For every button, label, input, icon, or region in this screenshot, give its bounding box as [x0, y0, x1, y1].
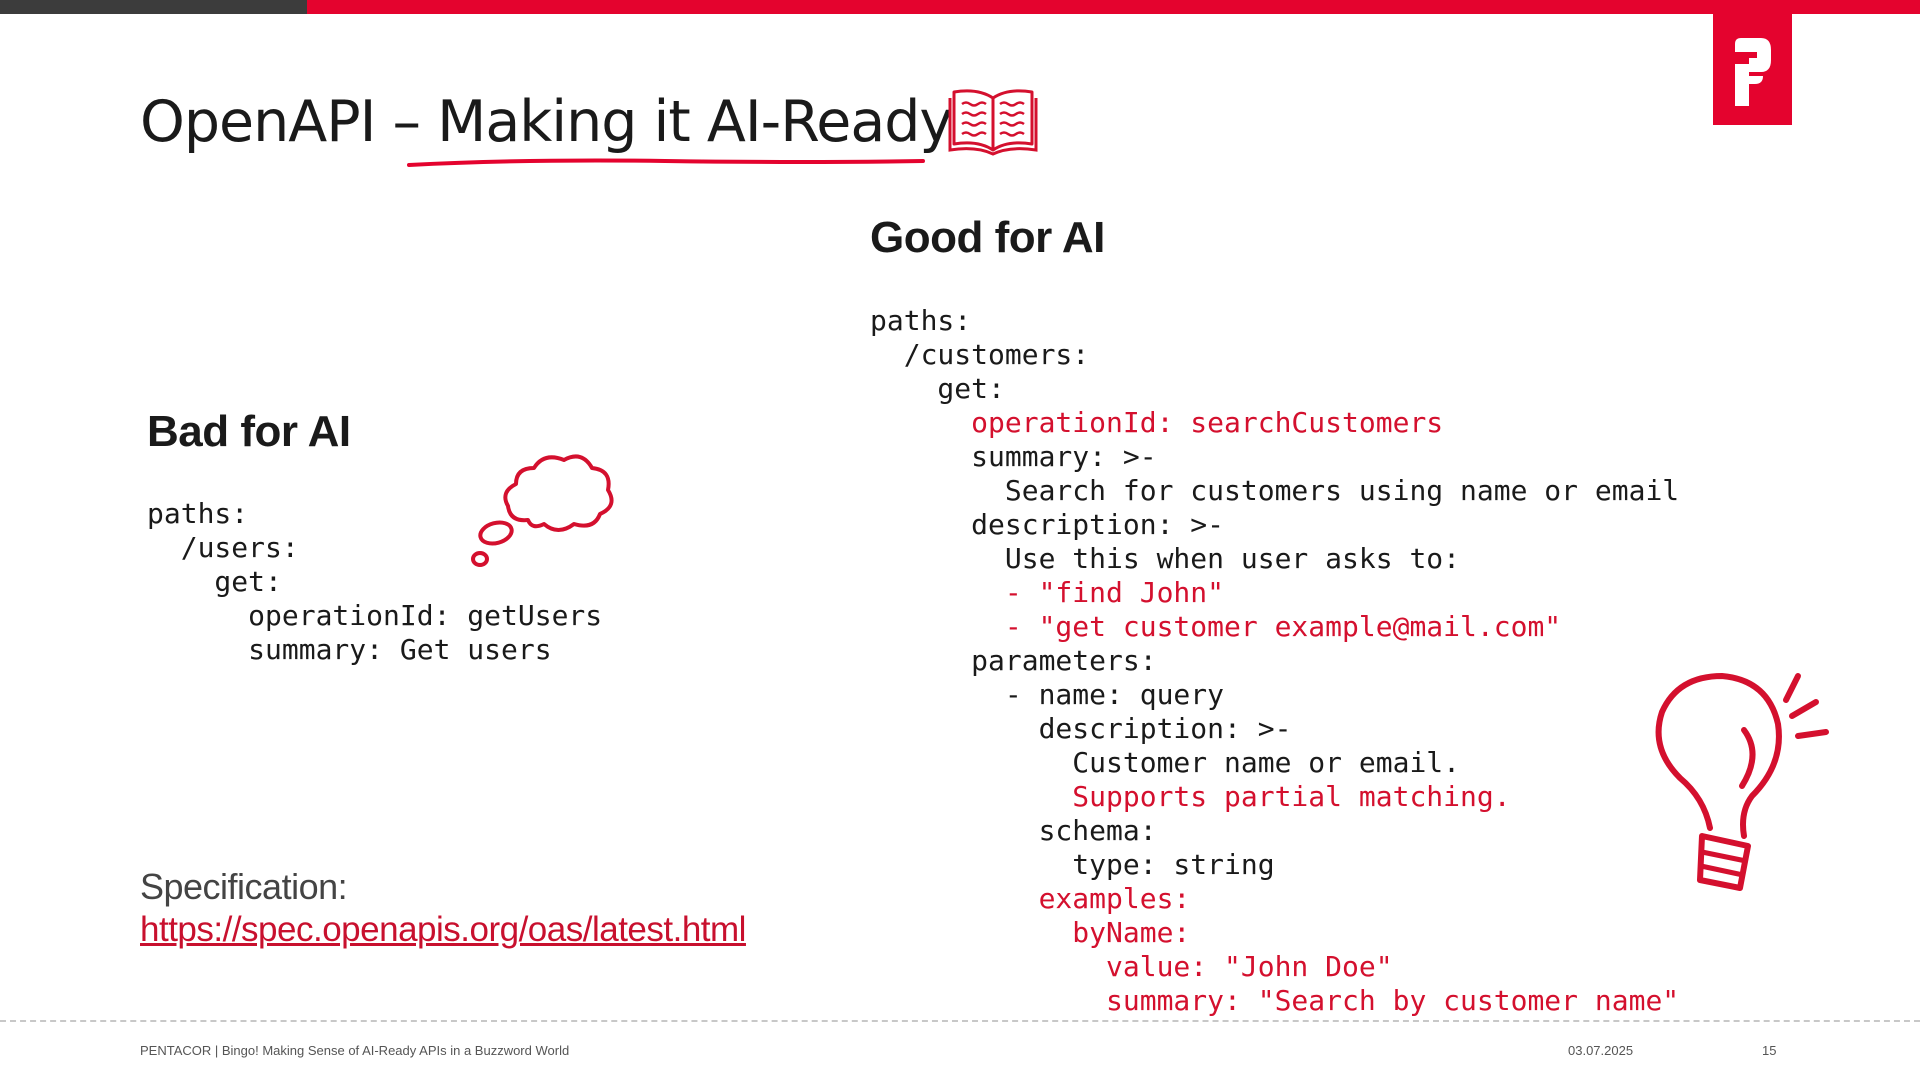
code-line: paths:: [147, 497, 249, 530]
code-line: /customers:: [870, 338, 1090, 371]
good-code-block: paths: /customers: get: operationId: sea…: [870, 304, 1679, 1018]
specification-label: Specification:: [140, 866, 348, 907]
code-line: value: "John Doe": [870, 950, 1393, 983]
code-line: get:: [870, 372, 1005, 405]
code-line: /users:: [147, 531, 299, 564]
footer-date: 03.07.2025: [1568, 1043, 1634, 1058]
good-for-ai-heading: Good for AI: [870, 213, 1105, 262]
code-line: - "get customer example@mail.com": [870, 610, 1562, 643]
code-line: summary: Get users: [147, 633, 552, 666]
code-line: get:: [147, 565, 282, 598]
code-line: byName:: [870, 916, 1191, 949]
code-line: Use this when user asks to:: [870, 542, 1461, 575]
code-line: - "find John": [870, 576, 1225, 609]
code-line: description: >-: [870, 508, 1225, 541]
slide-title-wrap: OpenAPI – Making it AI-Ready: [140, 86, 953, 166]
code-line: Search for customers using name or email: [870, 474, 1680, 507]
page-number: 15: [1762, 1043, 1777, 1058]
specification-link[interactable]: https://spec.openapis.org/oas/latest.htm…: [140, 910, 746, 949]
bad-code-block: paths: /users: get: operationId: getUser…: [147, 497, 602, 667]
title-underline-stroke: [407, 158, 925, 167]
code-line: paths:: [870, 304, 972, 337]
code-line: parameters:: [870, 644, 1157, 677]
footer-divider: [0, 1020, 1920, 1022]
code-line: - name: query: [870, 678, 1225, 711]
code-line: Supports partial matching.: [870, 780, 1511, 813]
code-line: operationId: searchCustomers: [870, 406, 1444, 439]
top-bar-dark-segment: [0, 0, 307, 14]
lightbulb-icon: [1655, 672, 1829, 891]
open-book-icon: [948, 89, 1038, 156]
top-bar-red-segment: [307, 0, 1920, 14]
code-line: type: string: [870, 848, 1275, 881]
code-line: operationId: getUsers: [147, 599, 603, 632]
footer-title: PENTACOR | Bingo! Making Sense of AI-Rea…: [140, 1043, 570, 1058]
code-line: description: >-: [870, 712, 1292, 745]
code-line: summary: >-: [870, 440, 1157, 473]
code-line: examples:: [870, 882, 1191, 915]
pentacor-logo: [1713, 14, 1792, 125]
thought-bubble-icon: [471, 454, 614, 567]
slide-title: OpenAPI – Making it AI-Ready: [140, 89, 953, 155]
code-line: Customer name or email.: [870, 746, 1461, 779]
code-line: summary: "Search by customer name": [870, 984, 1680, 1017]
bad-for-ai-heading: Bad for AI: [147, 407, 351, 456]
code-line: schema:: [870, 814, 1157, 847]
